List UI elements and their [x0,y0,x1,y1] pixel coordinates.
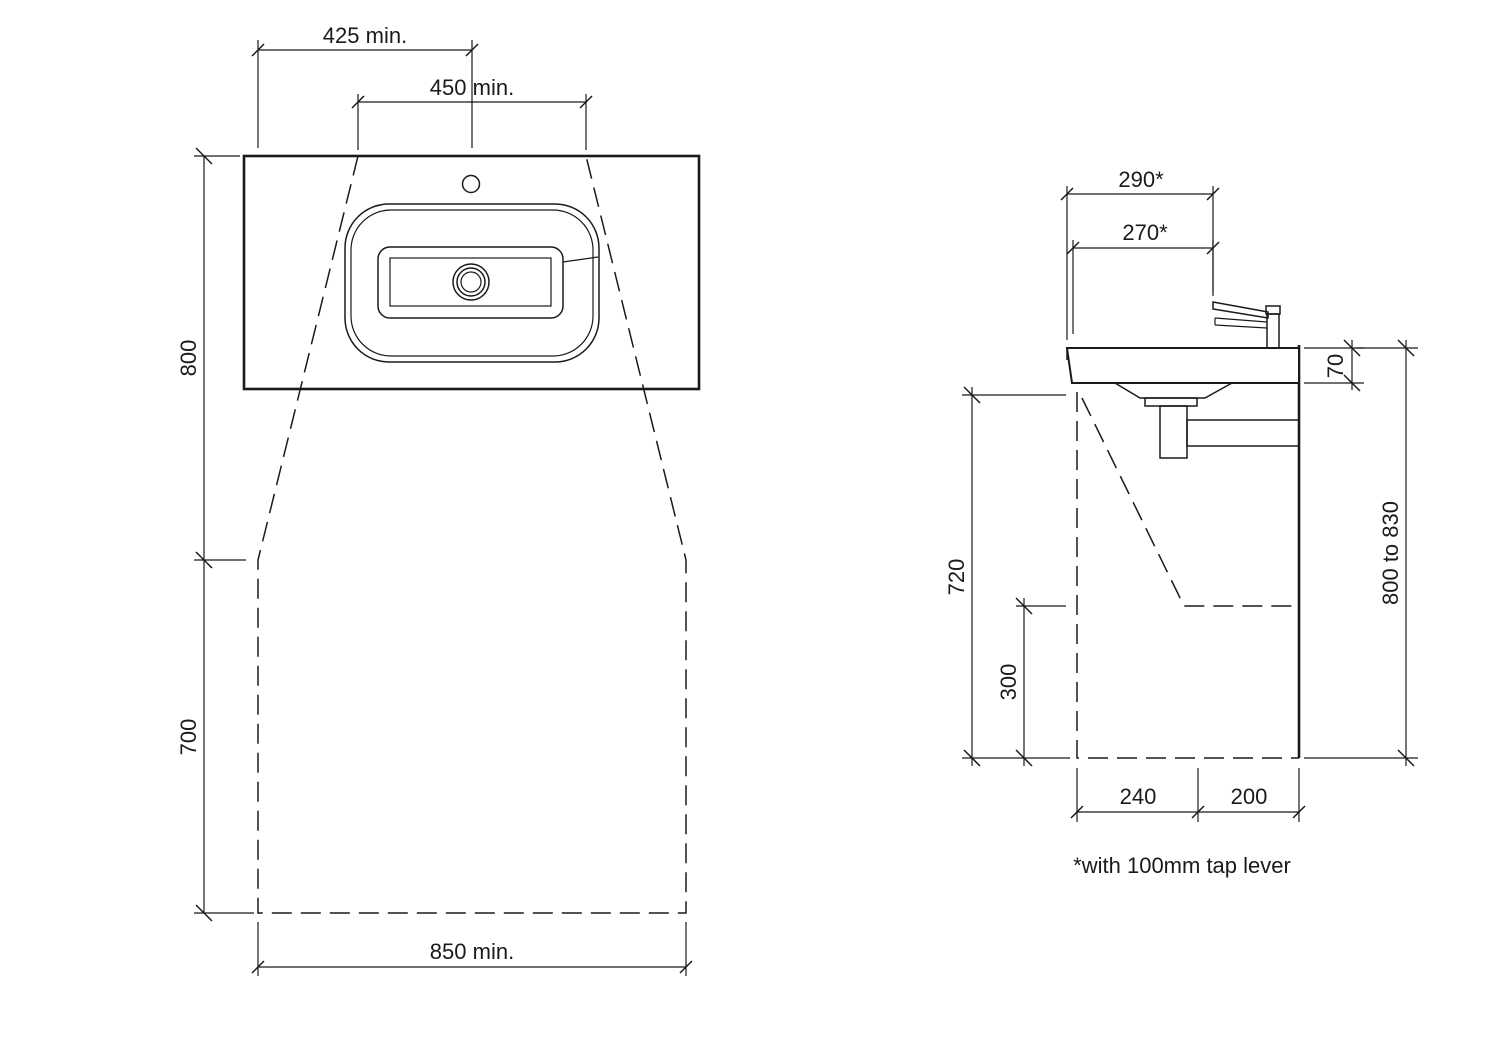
dim-450-min: 450 min. [351,75,593,150]
side-view: 290* 270* 70 800 to 830 [944,167,1418,878]
dim-70-label: 70 [1323,354,1348,378]
dim-425-min: 425 min. [251,23,479,148]
drain-channel-inner [389,257,552,307]
dim-290: 290* [1060,167,1220,340]
bowl-underside [1114,382,1233,399]
dim-240-label: 240 [1120,784,1157,809]
waste-outlet-mid [456,267,486,297]
waste-fitting [1144,397,1198,407]
dim-800-label: 800 [176,340,201,377]
dim-700-label: 700 [176,719,201,756]
dim-200-label: 200 [1231,784,1268,809]
drain-channel-outer [377,246,564,319]
dim-425-label: 425 min. [323,23,407,48]
dim-left-vertical: 800 700 [176,147,254,922]
knee-clearance-slope [1081,397,1299,607]
dim-800-830-label: 800 to 830 [1378,501,1403,605]
bowl-outer [344,203,600,363]
clearance-envelope [257,155,687,914]
basin-top-outline [242,154,701,391]
dim-450-label: 450 min. [430,75,514,100]
tap [1212,301,1281,349]
dim-800-830: 800 to 830 [1304,339,1418,767]
dim-300-label: 300 [996,664,1021,701]
dim-850-min: 850 min. [251,922,693,976]
plan-view: 425 min. 450 min. 800 700 [176,23,701,976]
waste-outlet-outer [452,263,490,301]
dim-70: 70 [1304,339,1364,392]
knee-toe-clearance [1076,392,1299,759]
tap-hole [461,174,481,194]
dim-270-label: 270* [1122,220,1168,245]
trap-arm [1186,419,1300,447]
basin-side-profile [1065,347,1300,384]
dim-720-label: 720 [944,559,969,596]
bowl-outer-inner-line [350,209,594,357]
trap-body [1159,405,1188,459]
dim-290-label: 290* [1118,167,1164,192]
dim-720: 720 [944,386,1070,767]
dim-bottom-chain: 240 200 [1070,768,1306,822]
footnote: *with 100mm tap lever [1073,853,1291,878]
waste-outlet-inner [460,271,482,293]
dim-300: 300 [996,597,1066,767]
dim-270: 270* [1066,220,1220,334]
overflow-line [562,256,599,263]
dim-850-label: 850 min. [430,939,514,964]
